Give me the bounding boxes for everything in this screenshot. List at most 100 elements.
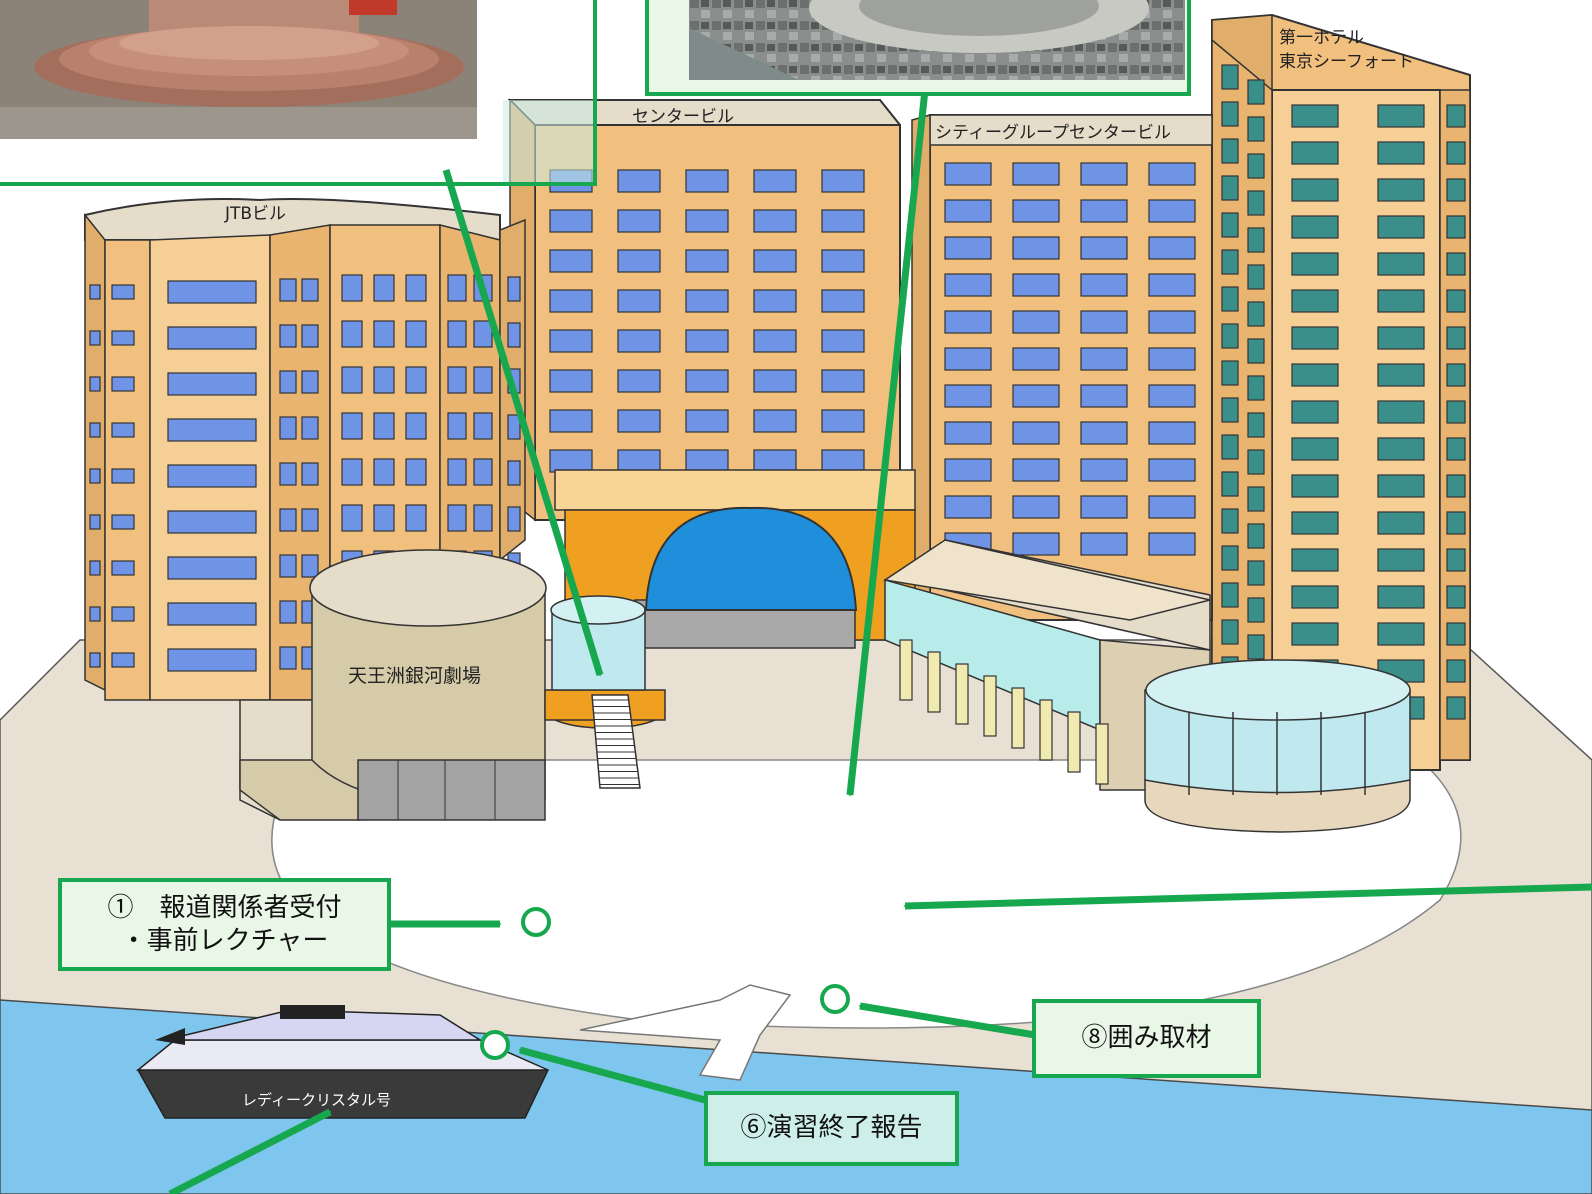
window (1247, 560, 1265, 586)
window (1148, 236, 1196, 260)
window (1012, 236, 1060, 260)
window (1221, 249, 1239, 275)
window (1377, 474, 1425, 498)
window (549, 329, 593, 353)
window (1221, 397, 1239, 423)
window (473, 320, 493, 348)
window (617, 169, 661, 193)
window (473, 458, 493, 486)
window (167, 556, 257, 580)
window (111, 560, 135, 576)
window (549, 409, 593, 433)
stairs-photo (0, 0, 480, 142)
window (1148, 310, 1196, 334)
window (685, 449, 729, 473)
window (944, 384, 992, 408)
window (89, 560, 101, 576)
window (373, 366, 395, 394)
window (279, 600, 297, 624)
window (1446, 548, 1466, 572)
window (279, 416, 297, 440)
window (1446, 659, 1466, 683)
window (301, 370, 319, 394)
window (1446, 622, 1466, 646)
window (549, 369, 593, 393)
window (89, 468, 101, 484)
window (1446, 289, 1466, 313)
window (549, 449, 593, 473)
window (1221, 434, 1239, 460)
window (447, 320, 467, 348)
window (944, 347, 992, 371)
window (1291, 363, 1339, 387)
window (1080, 162, 1128, 186)
exercise-report-callout-text: ⑥演習終了報告 (740, 1113, 923, 1144)
window (1247, 375, 1265, 401)
window (1377, 511, 1425, 535)
window (1012, 273, 1060, 297)
jtb-building-label: JTBビル (224, 204, 286, 224)
window (1247, 338, 1265, 364)
interview-point-marker (820, 984, 850, 1014)
annex-pillar (1067, 711, 1081, 773)
window (167, 602, 257, 626)
window (1291, 178, 1339, 202)
window (405, 274, 427, 302)
window (821, 169, 865, 193)
window (111, 468, 135, 484)
window (1377, 289, 1425, 313)
arrow-interview (858, 1002, 1036, 1039)
window (111, 376, 135, 392)
window (1247, 153, 1265, 179)
window (944, 310, 992, 334)
window (821, 329, 865, 353)
window (1148, 458, 1196, 482)
window (1221, 360, 1239, 386)
window (373, 412, 395, 440)
reception-point-marker (521, 907, 551, 937)
window (1221, 323, 1239, 349)
window (1291, 548, 1339, 572)
window (1291, 289, 1339, 313)
window (753, 169, 797, 193)
window (1148, 495, 1196, 519)
arrow-to-plaza (846, 89, 929, 797)
route-arrows (168, 89, 1592, 1194)
window (1446, 215, 1466, 239)
window (1377, 104, 1425, 128)
window (1148, 384, 1196, 408)
window (111, 422, 135, 438)
interview-callout-text: ⑧囲み取材 (1081, 1023, 1212, 1054)
arrow-to-ship (168, 1108, 332, 1194)
theater-label: 天王洲銀河劇場 (348, 665, 481, 687)
window (944, 495, 992, 519)
window (89, 284, 101, 300)
window (1012, 458, 1060, 482)
window (1247, 116, 1265, 142)
window (1446, 141, 1466, 165)
window (341, 412, 363, 440)
reception-callout: ① 報道関係者受付 ・事前レクチャー (58, 878, 391, 971)
annex-pillar (955, 663, 969, 725)
window (685, 169, 729, 193)
window (301, 554, 319, 578)
interview-callout: ⑧囲み取材 (1032, 999, 1261, 1078)
window (1221, 508, 1239, 534)
window (1221, 64, 1239, 90)
window (1148, 162, 1196, 186)
window (821, 209, 865, 233)
window (1446, 178, 1466, 202)
window (617, 369, 661, 393)
window (1291, 474, 1339, 498)
center-building-label: センタービル (632, 107, 734, 127)
window (753, 289, 797, 313)
window (1247, 523, 1265, 549)
window (341, 504, 363, 532)
annex-pillar (927, 651, 941, 713)
window (1247, 264, 1265, 290)
window (1247, 227, 1265, 253)
window (1080, 495, 1128, 519)
window (341, 366, 363, 394)
window (1012, 421, 1060, 445)
arrow-from-right (903, 883, 1592, 910)
